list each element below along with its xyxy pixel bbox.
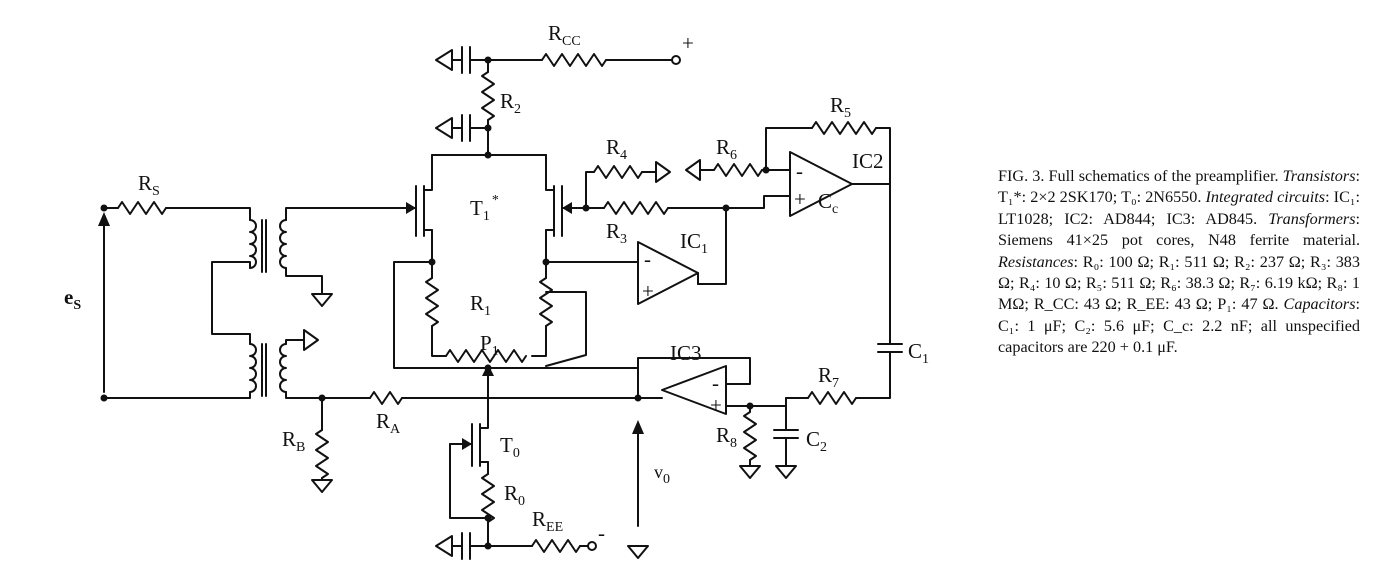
label-ic2: IC2	[852, 149, 884, 173]
label-c1: C1	[908, 339, 929, 367]
potentiometer-p1	[445, 349, 527, 363]
current-source	[435, 419, 597, 560]
terminal-negative	[587, 541, 597, 551]
ic3-plus: +	[710, 393, 722, 417]
label-r3: R3	[606, 219, 627, 247]
ic1-plus: +	[642, 279, 654, 303]
caption-transistors-label: Transistors	[1282, 167, 1356, 185]
resistor-r6	[713, 163, 763, 177]
label-r5: R5	[830, 93, 851, 121]
resistor-r-ee	[531, 539, 581, 553]
label-plus: +	[682, 31, 694, 55]
transformer-upper-primary	[249, 219, 257, 269]
resistor-r1-left	[425, 277, 439, 327]
resistor-r-b	[315, 429, 329, 479]
label-t0: T0	[500, 433, 520, 461]
caption-capacitors-text: : C₁: 1 μF; C₂: 5.6 μF; C_c: 2.2 nF; all…	[998, 295, 1360, 357]
label-r4: R4	[606, 135, 627, 163]
label-r0: R0	[504, 481, 525, 509]
feedback-network	[585, 121, 903, 399]
resistor-r-a	[369, 391, 403, 405]
label-r2: R2	[500, 89, 521, 117]
caption-resistances-label: Resistances	[998, 252, 1074, 271]
transistor-t1-left	[401, 154, 433, 263]
transformer-upper-secondary	[279, 219, 287, 269]
capacitor-c2	[773, 429, 799, 439]
resistor-r5	[811, 121, 877, 135]
ic3-minus: -	[712, 371, 719, 395]
label-r-ee: REE	[532, 507, 563, 535]
terminal-positive	[671, 55, 681, 65]
label-r6: R6	[716, 135, 737, 163]
ic2-minus: -	[796, 159, 803, 183]
resistor-r-cc	[541, 53, 607, 67]
ic1-minus: -	[644, 247, 651, 271]
label-minus: -	[598, 521, 605, 545]
resistor-r4	[593, 165, 643, 179]
input-circuit	[98, 201, 403, 402]
resistor-r8	[743, 411, 757, 461]
output-stage	[637, 357, 857, 479]
opamp-ic3	[661, 365, 727, 415]
transformer-lower-secondary	[279, 343, 287, 393]
opamp-ic2	[789, 151, 853, 217]
label-cc: Cc	[818, 189, 838, 217]
resistor-r3	[603, 201, 669, 215]
transformer-lower-primary	[249, 343, 257, 393]
figure-caption: FIG. 3. Full schematics of the preamplif…	[998, 166, 1360, 359]
resistors-ra-rb	[311, 391, 642, 493]
caption-ic-label: Integrated circuits	[1205, 188, 1326, 207]
resistor-r-s	[117, 201, 167, 215]
resistor-r1-right	[539, 277, 553, 327]
supply-positive	[435, 46, 681, 74]
caption-transformers-label: Transformers	[1268, 209, 1356, 228]
transistor-t1-right	[545, 154, 590, 263]
opamp-ic1-group	[637, 241, 699, 305]
label-r-b: RB	[282, 427, 305, 455]
caption-lead: FIG. 3. Full schematics of the preamplif…	[998, 167, 1283, 185]
label-r8: R8	[716, 423, 737, 451]
resistor-r7	[807, 391, 857, 405]
caption-transformers-text: : Siemens 41×25 pot cores, N48 ferrite m…	[998, 209, 1360, 250]
resistor-r2-branch	[435, 59, 495, 159]
capacitor-c1	[877, 343, 903, 353]
caption-capacitors-label: Capacitors	[1283, 295, 1356, 314]
label-v0: v0	[654, 462, 670, 487]
resistor-r2	[481, 71, 495, 121]
label-ic3: IC3	[670, 341, 702, 365]
caption-resistances-text: : R₀: 100 Ω; R₁: 511 Ω; R₂: 237 Ω; R₃: 3…	[998, 252, 1360, 314]
caption-ic-text: : IC₁: LT1028; IC2: AD844; IC3: AD845.	[998, 188, 1361, 228]
label-r7: R7	[818, 363, 839, 391]
ic2-plus: +	[794, 187, 806, 211]
preamplifier-schematic: RCC + R2 T1*	[64, 21, 929, 560]
label-r-a: RA	[376, 409, 401, 437]
label-r-cc: RCC	[548, 21, 581, 49]
resistor-r0	[481, 473, 495, 523]
opamp-ic1	[637, 241, 699, 305]
label-e-s: eS	[64, 285, 81, 313]
resistors-r1-p1	[393, 258, 639, 421]
label-r-s: RS	[138, 171, 160, 199]
caption-transistors-text: : T₁*: 2×2 2SK170; T₀: 2N6550.	[998, 167, 1360, 207]
label-ic1: IC1	[680, 229, 708, 257]
label-r1: R1	[470, 291, 491, 319]
label-p1: P1	[480, 331, 499, 359]
label-c2: C2	[806, 427, 827, 455]
output-voltage-arrow	[627, 420, 649, 559]
label-t1: T1*	[470, 193, 499, 224]
